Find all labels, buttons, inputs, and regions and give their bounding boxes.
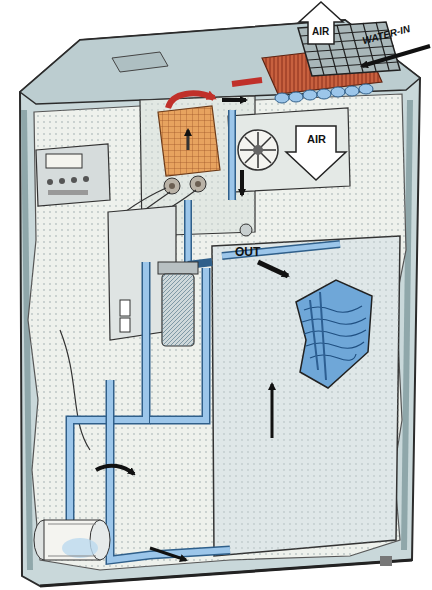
part-label: AIR [307,134,326,145]
part-label: OUT [235,246,260,258]
part-label: AIR [312,27,329,37]
